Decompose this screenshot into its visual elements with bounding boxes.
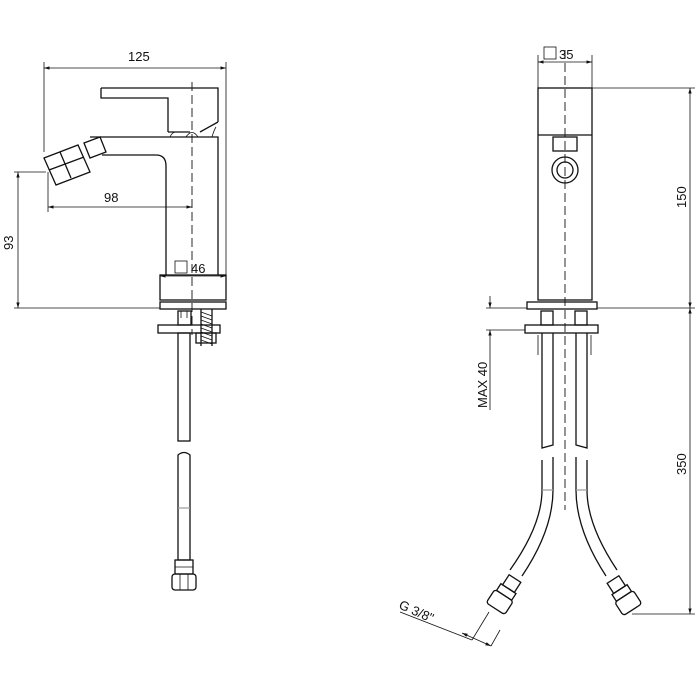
hoses-front — [486, 333, 642, 616]
dimension-label: 98 — [104, 190, 118, 205]
dimension-label: MAX 40 — [475, 362, 490, 408]
hose — [171, 451, 197, 591]
dimension-overall-length: 125 — [43, 49, 227, 300]
faucet-body-front — [524, 87, 599, 334]
dimension-base-square-front: 35 — [537, 46, 593, 88]
square-symbol-icon — [174, 260, 188, 274]
dimension-hose-length: 350 — [632, 308, 695, 615]
dimension-label: 46 — [191, 261, 205, 276]
dimension-label: G 3/8" — [397, 597, 437, 626]
hose-nut-left — [486, 573, 522, 615]
dimension-label: 350 — [674, 453, 689, 475]
faucet-body — [43, 136, 219, 275]
base — [157, 274, 227, 442]
dimension-body-height: 150 — [592, 87, 695, 309]
dimension-spout-height: 93 — [1, 171, 160, 309]
dimension-spout-reach: 98 — [47, 172, 192, 212]
dimension-label: 35 — [559, 47, 573, 62]
lever-handle — [100, 87, 219, 138]
dimension-base-square: 46 — [160, 260, 226, 278]
hose-nut-right — [606, 574, 642, 616]
dimension-label: 93 — [1, 236, 16, 250]
dimension-max-counter: MAX 40 — [475, 296, 527, 410]
dimension-label: 150 — [674, 186, 689, 208]
dimension-thread: G 3/8" — [397, 597, 501, 647]
square-symbol-icon — [543, 46, 557, 60]
front-view: 35 150 MAX 40 350 G 3/8" — [397, 46, 695, 647]
side-view: 125 98 93 46 — [1, 49, 227, 591]
dimension-label: 125 — [128, 49, 150, 64]
